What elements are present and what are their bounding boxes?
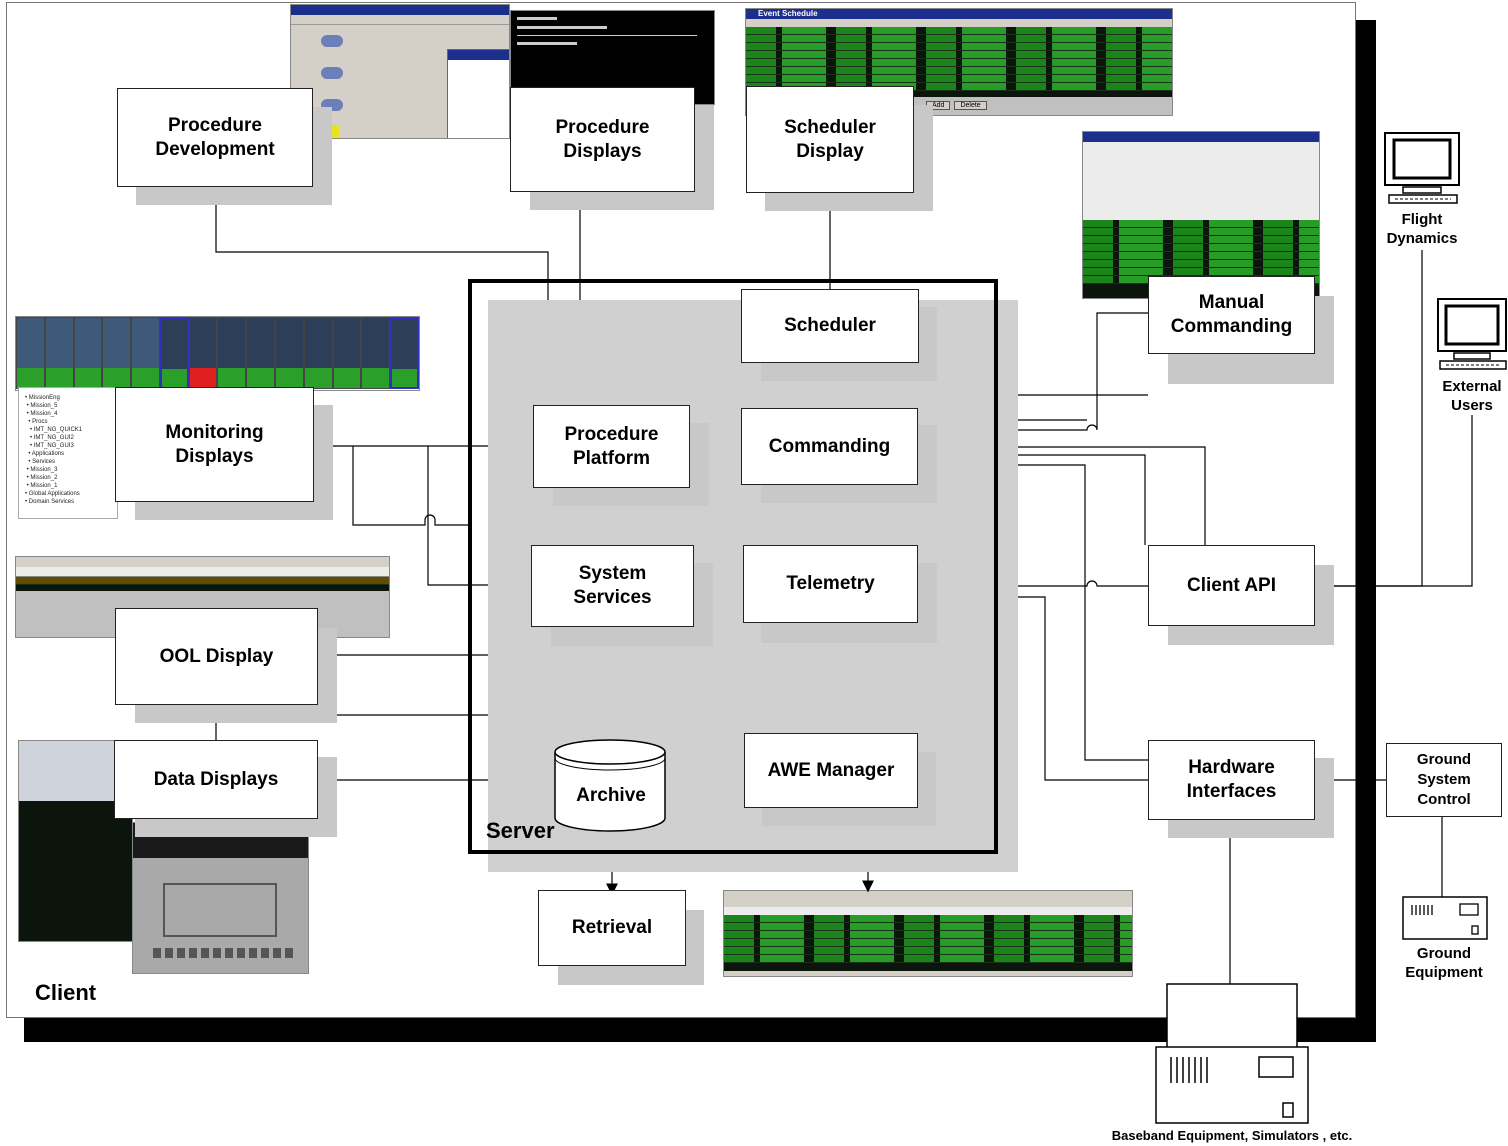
manual-commanding-screenshot — [1082, 131, 1320, 299]
mission-tree-screenshot: • MissionEng • Mission_5 • Mission_4 • P… — [18, 387, 118, 519]
server-region — [468, 279, 998, 854]
client-api-node: Client API — [1148, 545, 1315, 626]
retrieval-node: Retrieval — [538, 890, 686, 966]
baseband-equipment-icon — [1155, 983, 1309, 1124]
monitoring-screenshot — [15, 316, 420, 391]
telemetry-node: Telemetry — [743, 545, 918, 623]
archive-cylinder — [554, 739, 666, 832]
flight-dynamics-terminal-icon — [1384, 132, 1460, 204]
system-services-node: System Services — [531, 545, 694, 627]
archive-node: Archive — [576, 785, 646, 806]
awe-manager-node: AWE Manager — [744, 733, 918, 808]
ground-equipment-icon — [1402, 896, 1488, 940]
data-displays-node: Data Displays — [114, 740, 318, 819]
flight-dynamics-label: Flight Dynamics — [1386, 211, 1458, 247]
procedure-displays-node: Procedure Displays — [510, 87, 695, 192]
procedure-platform-node: Procedure Platform — [533, 405, 690, 488]
scheduler-node: Scheduler — [741, 289, 919, 363]
hardware-interfaces-node: Hardware Interfaces — [1148, 740, 1315, 820]
manual-commanding-node: Manual Commanding — [1148, 276, 1315, 354]
awe-log-screenshot — [723, 890, 1133, 977]
event-schedule-screenshot: Event Schedule Add Delete — [745, 8, 1173, 116]
external-users-label: External Users — [1442, 378, 1502, 414]
data-displays-screenshot — [18, 740, 133, 942]
ool-display-node: OOL Display — [115, 608, 318, 705]
commanding-node: Commanding — [741, 408, 918, 485]
client-label: Client — [35, 980, 97, 1005]
procedure-editor-screenshot — [290, 4, 510, 139]
scheduler-display-node: Scheduler Display — [746, 86, 914, 193]
ool-screenshot — [15, 556, 390, 638]
procedure-development-node: Procedure Development — [117, 88, 313, 187]
ground-system-control-node: Ground System Control — [1386, 743, 1502, 817]
delete-button: Delete — [954, 101, 987, 110]
server-label: Server — [486, 818, 555, 843]
external-users-terminal-icon — [1437, 298, 1507, 370]
ground-equipment-label: Ground Equipment — [1405, 945, 1483, 981]
event-schedule-title: Event Schedule — [746, 9, 1172, 19]
monitoring-displays-node: Monitoring Displays — [115, 387, 314, 502]
baseband-equipment-label: Baseband Equipment, Simulators , etc. — [1111, 1128, 1353, 1143]
